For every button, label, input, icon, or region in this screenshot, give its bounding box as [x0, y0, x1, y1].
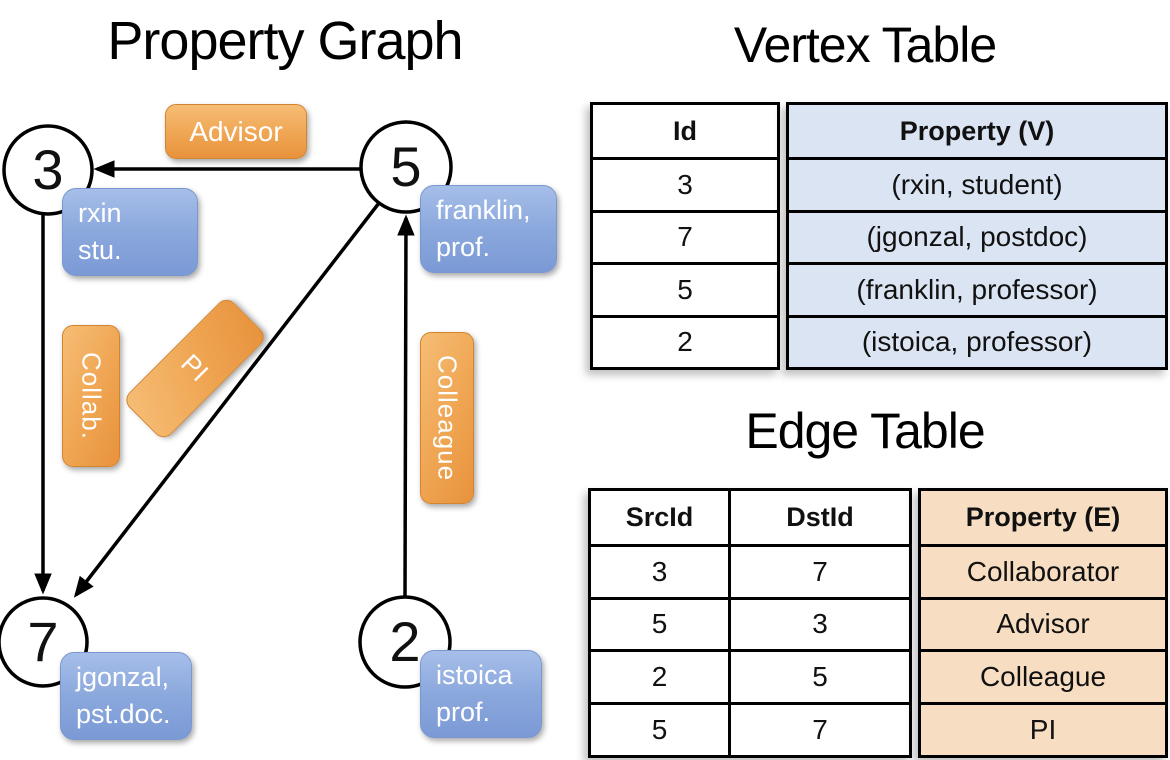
- vertex-table-cell-id-0: 3: [593, 157, 777, 209]
- vertex-table-property-column: Property (V) (rxin, student) (jgonzal, p…: [786, 102, 1168, 370]
- edge-table-header-srcid: SrcId: [625, 501, 694, 532]
- edge-table-header-dstid: DstId: [728, 491, 909, 544]
- edge-table-header-property: Property (E): [965, 501, 1121, 532]
- edge-table-cell-dst-3: 7: [728, 702, 909, 755]
- edge-table-cell-src-2: 2: [591, 649, 728, 702]
- vertex-property-jgonzal-line1: jgonzal,: [76, 661, 170, 692]
- edge-table-cell-src-1: 5: [591, 596, 728, 650]
- property-graph-panel: Property Graph 3 5 7 2 Advisor: [0, 0, 570, 760]
- property-graph-title: Property Graph: [107, 11, 463, 71]
- edge-table-cell-dst-2: 5: [728, 649, 909, 703]
- vertex-table-cell-prop-3: (istoica, professor): [789, 314, 1165, 367]
- vertex-table-cell-prop-1: (jgonzal, postdoc): [789, 209, 1165, 262]
- edge-label-collab-text: Collab.: [76, 352, 107, 440]
- vertex-property-rxin-line2: stu.: [78, 235, 122, 265]
- vertex-property-jgonzal: jgonzal, pst.doc.: [60, 652, 192, 740]
- edge-label-advisor: Advisor: [165, 104, 307, 159]
- edge-table-id-columns: SrcId DstId 3 7 5 3 2 5 5 7: [588, 488, 912, 758]
- vertex-table-id-column: Id 3 7 5 2: [590, 102, 780, 370]
- edge-2-to-5-colleague: [397, 214, 415, 598]
- vertex-property-rxin: rxin stu.: [62, 188, 198, 276]
- vertex-table-cell-id-2: 5: [593, 262, 777, 314]
- edge-label-advisor-text: Advisor: [189, 115, 283, 147]
- vertex-property-istoica-line1: istoica: [436, 659, 513, 690]
- edge-table-property-column: Property (E) Collaborator Advisor Collea…: [918, 488, 1168, 758]
- vertex-table-cell-prop-2: (franklin, professor): [789, 262, 1165, 314]
- edge-table-cell-src-3: 5: [591, 702, 728, 755]
- vertex-property-franklin: franklin, prof.: [420, 185, 557, 273]
- edge-table-cell-prop-3: PI: [921, 702, 1165, 755]
- edge-table-cell-prop-0: Collaborator: [921, 543, 1165, 597]
- edge-5-to-7-pi: [73, 201, 381, 598]
- edge-table-cell-src-0: 3: [591, 543, 728, 597]
- node-3-label: 3: [32, 138, 64, 201]
- edge-label-collab: Collab.: [62, 325, 120, 467]
- edge-table-cell-dst-1: 3: [728, 596, 909, 650]
- vertex-property-jgonzal-line2: pst.doc.: [76, 699, 171, 729]
- vertex-table-title: Vertex Table: [733, 17, 997, 73]
- vertex-property-franklin-line1: franklin,: [436, 194, 531, 225]
- vertex-table-header-property: Property (V): [899, 115, 1055, 146]
- vertex-table-cell-id-1: 7: [593, 209, 777, 262]
- edge-label-colleague: Colleague: [420, 332, 474, 504]
- vertex-table-cell-prop-0: (rxin, student): [789, 157, 1165, 209]
- edge-table-cell-prop-2: Colleague: [921, 649, 1165, 702]
- node-2-label: 2: [389, 610, 421, 673]
- edge-table-title: Edge Table: [745, 403, 985, 459]
- vertex-property-istoica-line2: prof.: [436, 697, 491, 727]
- vertex-table-cell-id-3: 2: [593, 314, 777, 367]
- vertex-property-franklin-line2: prof.: [436, 232, 491, 262]
- edge-table-cell-dst-0: 7: [728, 543, 909, 597]
- vertex-table-header-id: Id: [673, 115, 697, 146]
- edge-label-pi-text: PI: [175, 348, 216, 389]
- edge-table-cell-prop-1: Advisor: [921, 596, 1165, 650]
- node-5-label: 5: [390, 135, 422, 198]
- tables-panel: Vertex Table Id 3 7 5 2 Property (V) (rx…: [560, 0, 1170, 760]
- edge-label-colleague-text: Colleague: [432, 354, 463, 482]
- vertex-property-istoica: istoica prof.: [420, 650, 542, 738]
- node-7-label: 7: [27, 610, 59, 673]
- vertex-property-rxin-line1: rxin: [78, 197, 122, 228]
